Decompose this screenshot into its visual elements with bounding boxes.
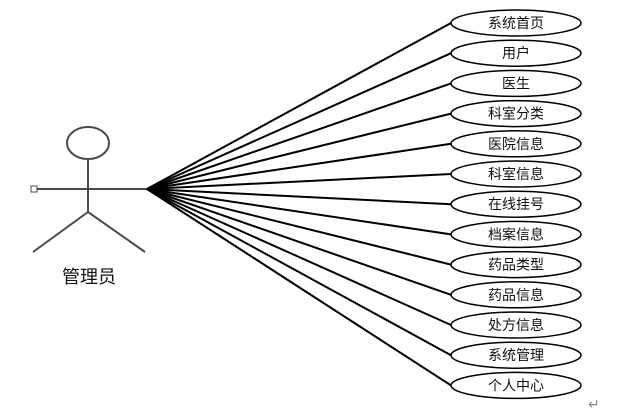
- actor-head: [66, 126, 110, 160]
- use-case-label: 医生: [502, 76, 530, 92]
- paragraph-mark: ↵: [588, 397, 600, 413]
- use-case: 科室信息: [450, 160, 582, 188]
- association-line: [146, 82, 452, 190]
- use-case: 处方信息: [450, 311, 582, 339]
- use-case-ellipse: [450, 311, 582, 339]
- use-case: 用户: [450, 39, 582, 67]
- association-line: [146, 173, 452, 190]
- use-case-label: 系统首页: [488, 16, 544, 32]
- use-case: 医生: [450, 69, 582, 98]
- use-case: 档案信息: [450, 220, 582, 249]
- association-line: [146, 112, 452, 190]
- use-case-ellipse: [450, 371, 582, 400]
- actor-arm-handle: [30, 185, 38, 193]
- use-case: 药品类型: [450, 250, 582, 279]
- use-case: 在线挂号: [450, 190, 582, 218]
- association-line: [146, 22, 452, 190]
- use-case-label: 科室信息: [488, 166, 544, 183]
- use-case: 药品信息: [450, 281, 582, 309]
- use-case-ellipse: [450, 160, 582, 188]
- association-line: [146, 188, 452, 357]
- use-case-label: 在线挂号: [488, 197, 544, 213]
- use-case-label: 系统管理: [488, 348, 544, 364]
- use-case: 科室分类: [450, 99, 582, 128]
- use-case-label: 处方信息: [488, 317, 544, 334]
- actor-figure: [30, 126, 147, 253]
- use-case-ellipse: [450, 130, 582, 158]
- use-case: 个人中心: [450, 371, 582, 400]
- association-line: [146, 188, 452, 206]
- actor-right-leg: [87, 211, 146, 253]
- use-case-label: 医院信息: [488, 136, 544, 153]
- actor-left-leg: [32, 211, 89, 253]
- actor-label: 管理员: [62, 267, 116, 288]
- use-case-label: 用户: [502, 45, 530, 62]
- association-line: [146, 188, 452, 296]
- use-case-ellipse: [450, 69, 582, 98]
- use-case: 系统首页: [450, 9, 582, 37]
- use-case-label: 科室分类: [488, 106, 544, 123]
- use-case-list: 系统首页用户医生科室分类医院信息科室信息在线挂号档案信息药品类型药品信息处方信息…: [450, 9, 582, 400]
- use-case-ellipse: [450, 9, 582, 37]
- association-line: [146, 188, 452, 236]
- use-case-label: 个人中心: [488, 378, 544, 394]
- use-case-ellipse: [450, 39, 582, 67]
- use-case-label: 药品信息: [488, 287, 544, 304]
- association-lines: [146, 22, 452, 387]
- association-line: [146, 188, 452, 387]
- use-case-label: 药品类型: [488, 258, 544, 274]
- use-case: 系统管理: [450, 341, 582, 369]
- association-line: [146, 52, 452, 190]
- use-case-label: 档案信息: [488, 226, 544, 243]
- association-line: [146, 142, 452, 190]
- association-line: [146, 188, 452, 326]
- use-case: 医院信息: [450, 130, 582, 158]
- use-case-ellipse: [450, 341, 582, 369]
- use-case-ellipse: [450, 250, 582, 279]
- use-case-ellipse: [450, 99, 582, 128]
- association-line: [146, 188, 452, 266]
- use-case-ellipse: [450, 281, 582, 309]
- use-case-ellipse: [450, 220, 582, 249]
- use-case-ellipse: [450, 190, 582, 218]
